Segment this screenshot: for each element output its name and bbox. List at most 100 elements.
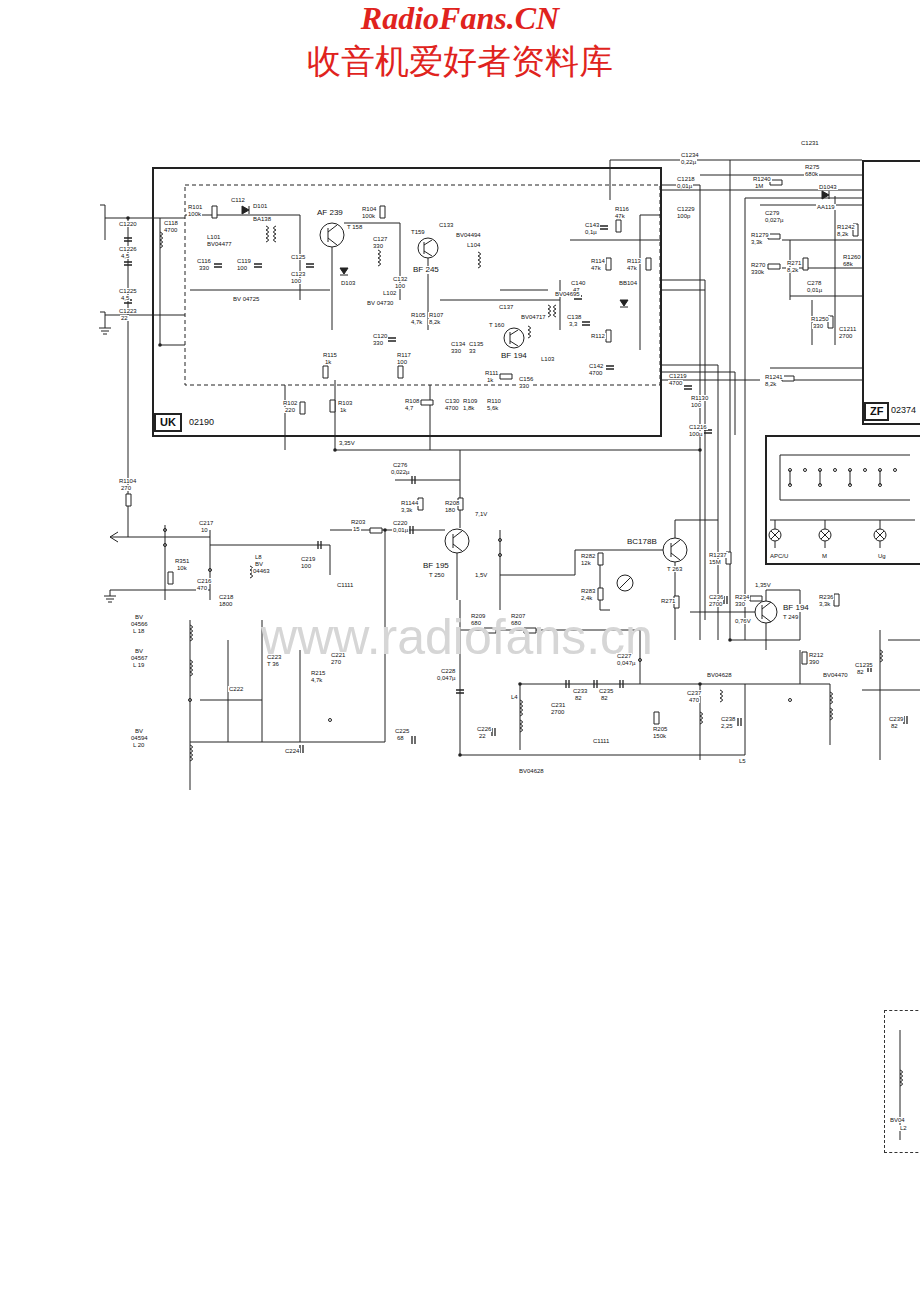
module-label: APC/U [769, 553, 789, 559]
component-label: BV [134, 728, 144, 734]
coil-symbol [160, 226, 903, 1086]
module-box: BV04L2 [884, 1010, 920, 1153]
component-label: R1250 [810, 316, 830, 322]
component-label: BV04717 [520, 314, 547, 320]
component-label: C216 [196, 578, 212, 584]
component-label: 8,2k [764, 381, 777, 387]
component-label: R205 [652, 726, 668, 732]
component-label: C120 [372, 333, 388, 339]
component-label: 3,3 [568, 321, 578, 327]
module-label: BV04 [889, 1117, 906, 1123]
component-label: C123 [290, 271, 306, 277]
component-label: R1237 [708, 552, 728, 558]
component-label: R203 [350, 519, 366, 525]
component-label: 22 [478, 733, 487, 739]
component-label: 100k [187, 211, 202, 217]
component-label: C118 [163, 220, 179, 226]
component-label: 15M [708, 559, 722, 565]
component-label: BF 195 [422, 562, 450, 570]
component-label: 04594 [130, 735, 149, 741]
component-label: R116 [614, 206, 630, 212]
component-label: 330 [372, 243, 384, 249]
switch-contact [164, 455, 911, 722]
component-label: T 249 [782, 614, 799, 620]
component-label: 4700 [163, 227, 178, 233]
component-label: 1k [339, 407, 347, 413]
component-label: D1043 [818, 184, 838, 190]
component-label: C228 [440, 668, 456, 674]
component-label: C116 [196, 258, 212, 264]
component-label: L101 [206, 234, 221, 240]
component-label: C1220 [118, 221, 138, 227]
component-label: R110 [486, 398, 502, 404]
component-label: 1800 [218, 601, 233, 607]
component-label: BB104 [618, 280, 638, 286]
component-label: 1,8k [462, 405, 475, 411]
component-label: L103 [540, 356, 555, 362]
component-label: C238 [720, 716, 736, 722]
component-label: C132 [392, 276, 408, 282]
module-label: 02190 [188, 418, 215, 427]
component-label: R271 [786, 260, 802, 266]
component-label: 3,3k [818, 601, 831, 607]
component-label: R270 [750, 262, 766, 268]
transistor-symbol [320, 223, 777, 623]
component-label: C140 [570, 280, 586, 286]
component-label: 330 [372, 340, 384, 346]
component-label: 470 [688, 697, 700, 703]
module-label: UK [154, 413, 182, 432]
component-label: 270 [330, 659, 342, 665]
module-label: Ug [877, 553, 887, 559]
component-label: C217 [198, 520, 214, 526]
component-label: 680 [510, 620, 522, 626]
component-label: C235 [598, 688, 614, 694]
component-label: C1218 [676, 176, 696, 182]
component-label: 0,01µ [676, 183, 693, 189]
component-label: 4,5 [120, 253, 130, 259]
component-label: 47k [626, 265, 638, 271]
component-label: 2,4k [580, 595, 593, 601]
component-label: C279 [764, 210, 780, 216]
component-label: C156 [518, 376, 534, 382]
component-label: 100µ [688, 431, 703, 437]
component-label: C1211 [838, 326, 857, 332]
component-label: 04566 [130, 621, 149, 627]
component-label: C1111 [592, 738, 610, 744]
component-label: R1260 [842, 254, 862, 260]
component-label: L5 [738, 758, 747, 764]
component-label: C231 [550, 702, 566, 708]
component-label: 270 [120, 485, 132, 491]
module-box: ZF02374 [862, 160, 920, 425]
resistor-symbol [126, 180, 858, 724]
component-label: C135 [468, 341, 484, 347]
component-label: C1235 [854, 662, 874, 668]
component-label: R1279 [750, 232, 770, 238]
component-label: C1229 [676, 206, 696, 212]
component-label: 68k [842, 261, 854, 267]
component-label: C1234 [680, 152, 700, 158]
component-label: 0,76V [734, 618, 752, 624]
component-label: R215 [310, 670, 326, 676]
component-label: R1242 [836, 224, 856, 230]
component-label: R207 [510, 613, 526, 619]
component-label: 100p [676, 213, 691, 219]
component-label: 150k [652, 733, 667, 739]
component-label: 330 [518, 383, 530, 389]
component-label: T 36 [266, 661, 280, 667]
module-label: ZF [864, 402, 889, 421]
component-label: 390 [808, 659, 820, 665]
component-label: L 20 [132, 742, 145, 748]
component-label: R208 [444, 500, 460, 506]
component-label: 100 [290, 278, 302, 284]
component-label: C133 [438, 222, 454, 228]
component-label: 100 [394, 283, 406, 289]
component-label: AA119 [816, 204, 836, 210]
component-label: C222 [228, 686, 244, 692]
component-label: L8 [254, 554, 263, 560]
component-label: 4700 [444, 405, 459, 411]
wire-connector [662, 372, 735, 435]
component-label: R113 [626, 258, 642, 264]
junction-dot [126, 216, 732, 757]
component-label: 1k [486, 377, 494, 383]
component-label: 1k [324, 359, 332, 365]
